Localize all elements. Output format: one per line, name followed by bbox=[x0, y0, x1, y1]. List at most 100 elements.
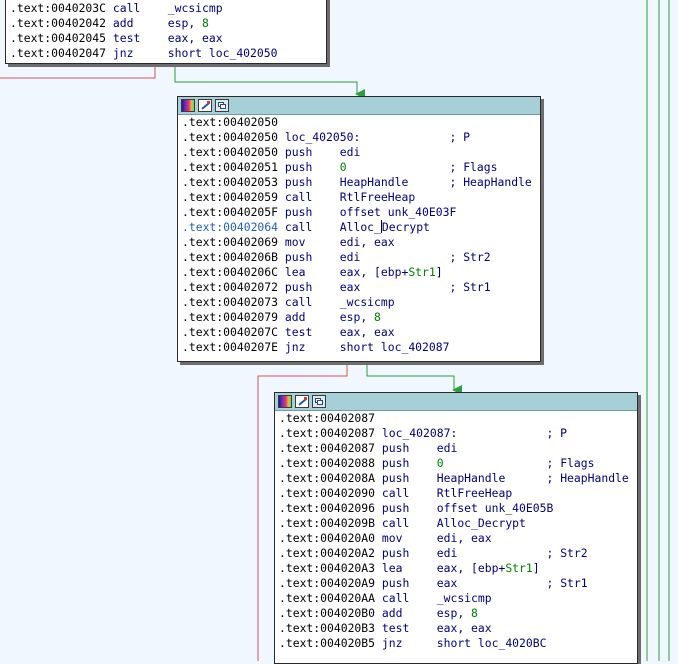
asm-line[interactable]: .text:00402050 bbox=[182, 115, 540, 130]
color-palette-icon[interactable] bbox=[181, 99, 195, 112]
code-label[interactable]: loc_402050: bbox=[284, 130, 361, 144]
asm-line[interactable]: .text:00402053 push HeapHandle ; HeapHan… bbox=[182, 175, 540, 190]
operand[interactable]: esp, bbox=[339, 310, 375, 324]
operand[interactable]: eax, eax bbox=[436, 621, 492, 635]
operand[interactable]: edi bbox=[436, 441, 458, 455]
code-label[interactable]: loc_402087: bbox=[381, 426, 458, 440]
operand[interactable]: HeapHandle bbox=[436, 471, 506, 485]
operand[interactable]: eax, [ebp+ bbox=[436, 561, 506, 575]
line-address: .text:004020B5 bbox=[279, 636, 376, 650]
operand[interactable]: Alloc_ bbox=[339, 220, 381, 234]
operand[interactable]: eax bbox=[436, 576, 458, 590]
mnemonic: add bbox=[112, 16, 134, 30]
mnemonic: push bbox=[381, 456, 410, 470]
asm-line[interactable]: .text:0040206B push edi ; Str2 bbox=[182, 250, 540, 265]
operand[interactable]: 8 bbox=[471, 606, 478, 620]
asm-line[interactable]: .text:004020AA call _wcsicmp bbox=[279, 591, 637, 606]
asm-line[interactable]: .text:0040208A push HeapHandle ; HeapHan… bbox=[279, 471, 637, 486]
operand[interactable]: eax, [ebp+ bbox=[339, 265, 409, 279]
operand[interactable]: 8 bbox=[202, 16, 209, 30]
operand[interactable]: ] bbox=[435, 265, 443, 279]
asm-line[interactable]: .text:00402042 add esp, 8 bbox=[10, 16, 326, 31]
code-block[interactable]: .text:00402087 .text:00402087 loc_402087… bbox=[274, 392, 638, 664]
asm-line[interactable]: .text:004020A3 lea eax, [ebp+Str1] bbox=[279, 561, 637, 576]
asm-line[interactable]: .text:0040207E jnz short loc_402087 bbox=[182, 340, 540, 355]
asm-line[interactable]: .text:00402096 push offset unk_40E05B bbox=[279, 501, 637, 516]
operand[interactable]: esp, bbox=[436, 606, 472, 620]
operand[interactable]: short loc_402087 bbox=[339, 340, 450, 354]
operand[interactable]: ] bbox=[532, 561, 540, 575]
mnemonic: mov bbox=[381, 531, 403, 545]
line-address: .text:0040205F bbox=[182, 205, 279, 219]
operand[interactable]: eax, eax bbox=[339, 325, 395, 339]
operand[interactable]: _wcsicmp bbox=[167, 1, 223, 15]
asm-line[interactable]: .text:00402087 loc_402087: ; P bbox=[279, 426, 637, 441]
edit-comment-icon[interactable] bbox=[198, 99, 212, 112]
operand[interactable]: Decrypt bbox=[381, 220, 430, 234]
operand[interactable]: edi, eax bbox=[436, 531, 492, 545]
operand[interactable]: Alloc_Decrypt bbox=[436, 516, 526, 530]
operand[interactable]: eax bbox=[339, 280, 361, 294]
asm-line[interactable]: .text:004020A0 mov edi, eax bbox=[279, 531, 637, 546]
asm-line[interactable]: .text:0040203C call _wcsicmp bbox=[10, 1, 326, 16]
operand[interactable]: 8 bbox=[374, 310, 381, 324]
asm-line[interactable]: .text:00402073 call _wcsicmp bbox=[182, 295, 540, 310]
operand[interactable]: edi bbox=[339, 145, 361, 159]
asm-line[interactable]: .text:00402047 jnz short loc_402050 bbox=[10, 46, 326, 61]
code-block[interactable]: .text:0040203C call _wcsicmp.text:004020… bbox=[5, 0, 327, 64]
operand[interactable]: Str1 bbox=[505, 561, 533, 575]
asm-line[interactable]: .text:00402087 push edi bbox=[279, 441, 637, 456]
asm-line[interactable]: .text:0040207C test eax, eax bbox=[182, 325, 540, 340]
asm-line[interactable]: .text:00402051 push 0 ; Flags bbox=[182, 160, 540, 175]
operand[interactable]: 0 bbox=[339, 160, 347, 174]
operand[interactable]: 0 bbox=[436, 456, 444, 470]
operand[interactable]: RtlFreeHeap bbox=[339, 190, 416, 204]
asm-line[interactable]: .text:004020B0 add esp, 8 bbox=[279, 606, 637, 621]
asm-line[interactable]: .text:00402064 call Alloc_Decrypt bbox=[182, 220, 540, 235]
graph-overview-icon[interactable] bbox=[312, 395, 326, 408]
mnemonic: push bbox=[381, 441, 410, 455]
operand[interactable]: offset unk_40E03F bbox=[339, 205, 457, 219]
line-address: .text:00402079 bbox=[182, 310, 279, 324]
edge-taken bbox=[174, 64, 365, 99]
operand[interactable]: eax, eax bbox=[167, 31, 223, 45]
line-address: .text:004020A0 bbox=[279, 531, 376, 545]
operand[interactable]: edi bbox=[436, 546, 458, 560]
asm-line[interactable]: .text:0040209B call Alloc_Decrypt bbox=[279, 516, 637, 531]
operand[interactable]: _wcsicmp bbox=[436, 591, 492, 605]
asm-line[interactable]: .text:00402045 test eax, eax bbox=[10, 31, 326, 46]
operand[interactable]: _wcsicmp bbox=[339, 295, 395, 309]
edit-comment-icon[interactable] bbox=[295, 395, 309, 408]
operand[interactable]: RtlFreeHeap bbox=[436, 486, 513, 500]
asm-line[interactable]: .text:00402059 call RtlFreeHeap bbox=[182, 190, 540, 205]
asm-line[interactable]: .text:00402087 bbox=[279, 411, 637, 426]
asm-line[interactable]: .text:004020A2 push edi ; Str2 bbox=[279, 546, 637, 561]
asm-line[interactable]: .text:00402050 push edi bbox=[182, 145, 540, 160]
asm-line[interactable]: .text:004020A9 push eax ; Str1 bbox=[279, 576, 637, 591]
operand[interactable]: esp, bbox=[167, 16, 203, 30]
asm-line[interactable]: .text:00402090 call RtlFreeHeap bbox=[279, 486, 637, 501]
graph-overview-icon[interactable] bbox=[215, 99, 229, 112]
color-palette-icon[interactable] bbox=[278, 395, 292, 408]
operand[interactable]: edi, eax bbox=[339, 235, 395, 249]
asm-line[interactable]: .text:00402069 mov edi, eax bbox=[182, 235, 540, 250]
operand[interactable]: HeapHandle bbox=[339, 175, 409, 189]
asm-line[interactable]: .text:0040205F push offset unk_40E03F bbox=[182, 205, 540, 220]
asm-line[interactable]: .text:004020B3 test eax, eax bbox=[279, 621, 637, 636]
operand[interactable]: offset unk_40E05B bbox=[436, 501, 554, 515]
code-block[interactable]: .text:00402050 .text:00402050 loc_402050… bbox=[177, 96, 541, 362]
asm-line[interactable]: .text:0040206C lea eax, [ebp+Str1] bbox=[182, 265, 540, 280]
operand[interactable]: short loc_402050 bbox=[167, 46, 278, 60]
mnemonic: lea bbox=[284, 265, 306, 279]
operand[interactable]: Str1 bbox=[408, 265, 436, 279]
asm-line[interactable]: .text:004020B5 jnz short loc_4020BC bbox=[279, 636, 637, 651]
asm-line[interactable]: .text:00402050 loc_402050: ; P bbox=[182, 130, 540, 145]
asm-line[interactable]: .text:00402072 push eax ; Str1 bbox=[182, 280, 540, 295]
operand[interactable]: edi bbox=[339, 250, 361, 264]
mnemonic: push bbox=[284, 205, 313, 219]
asm-line[interactable]: .text:00402079 add esp, 8 bbox=[182, 310, 540, 325]
asm-line[interactable]: .text:00402088 push 0 ; Flags bbox=[279, 456, 637, 471]
operand[interactable]: short loc_4020BC bbox=[436, 636, 547, 650]
